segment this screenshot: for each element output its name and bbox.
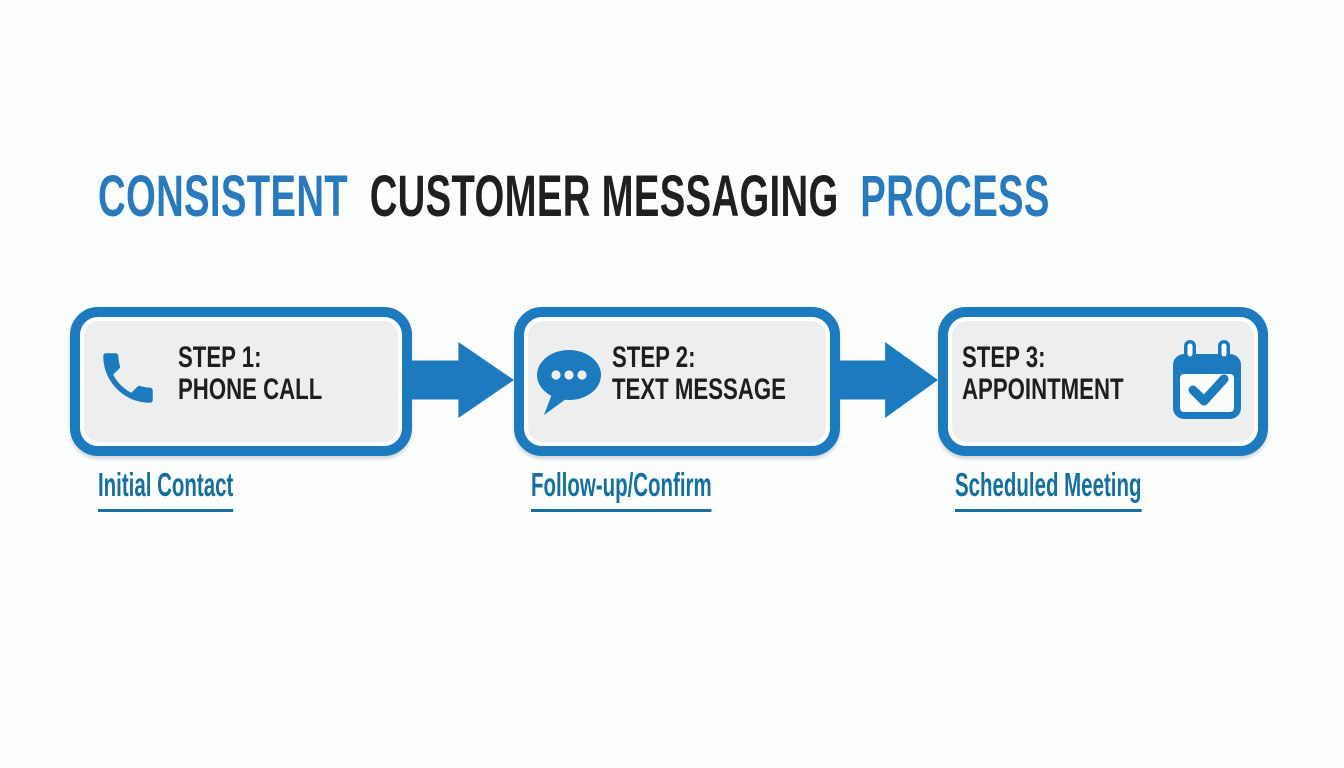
flow-arrow-1 (411, 338, 514, 422)
calendar-check-icon (1173, 340, 1241, 419)
step-name: TEXT MESSAGE (612, 373, 786, 406)
step-box-text-message: STEP 2: TEXT MESSAGE (514, 307, 840, 456)
step-text: STEP 1: PHONE CALL (178, 342, 322, 406)
step-box-appointment: STEP 3: APPOINTMENT (938, 307, 1268, 456)
caption-scheduled-meeting: Scheduled Meeting (955, 466, 1142, 512)
title-part-customer-messaging: CUSTOMER MESSAGING (369, 164, 839, 229)
flow-arrow-2 (840, 338, 938, 422)
right-arrow-icon (411, 342, 514, 418)
step-panel (84, 321, 398, 442)
step-label: STEP 2: (612, 341, 696, 374)
phone-icon (103, 353, 153, 403)
step-text: STEP 2: TEXT MESSAGE (612, 342, 786, 406)
step-label: STEP 1: (178, 341, 262, 374)
step-name: PHONE CALL (178, 373, 323, 406)
caption-follow-up-confirm: Follow-up/Confirm (531, 466, 712, 512)
page-title: CONSISTENT CUSTOMER MESSAGING PROCESS (98, 163, 1050, 230)
step-text: STEP 3: APPOINTMENT (962, 342, 1124, 406)
title-part-consistent: CONSISTENT (98, 164, 349, 229)
right-arrow-icon (840, 342, 938, 418)
step-box-phone-call: STEP 1: PHONE CALL (70, 307, 412, 456)
caption-initial-contact: Initial Contact (98, 466, 234, 512)
title-part-process: PROCESS (860, 164, 1050, 229)
speech-bubble-icon (537, 350, 601, 415)
step-label: STEP 3: (962, 341, 1046, 374)
step-name: APPOINTMENT (962, 373, 1124, 406)
